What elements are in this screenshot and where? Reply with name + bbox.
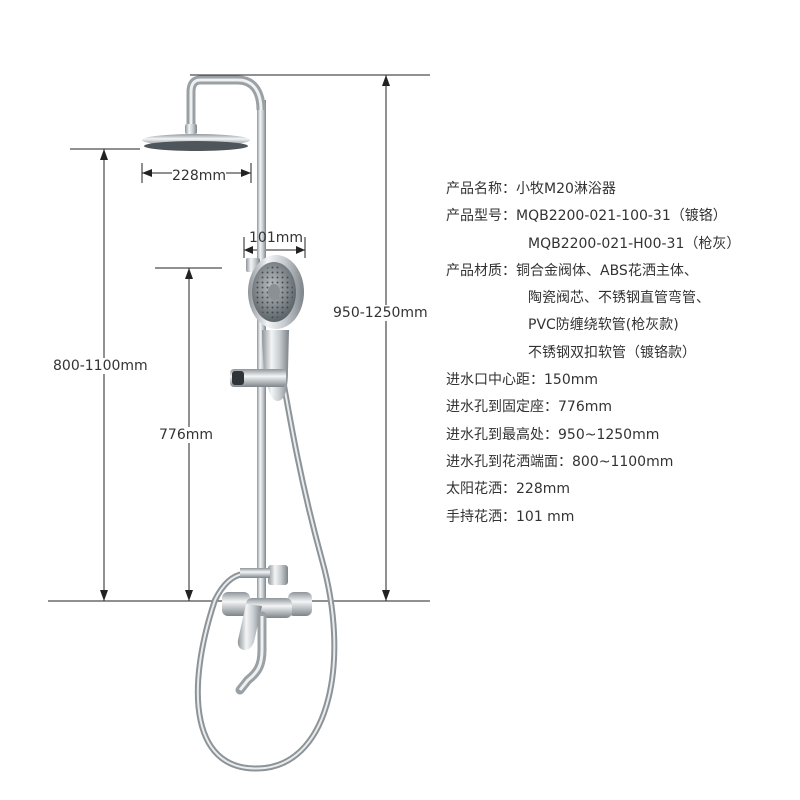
arm-connector xyxy=(185,124,197,134)
left-inlet xyxy=(222,592,250,616)
shower-arm-highlight xyxy=(189,78,263,128)
bath-spout-highlight xyxy=(238,616,264,691)
spec-inlet-to-head: 进水孔到花洒端面：800~1100mm xyxy=(446,453,674,470)
spec-model-value-1: MQB2200-021-100-31（镀铬） xyxy=(516,208,727,225)
slider-bracket xyxy=(230,369,286,387)
right-inlet xyxy=(288,592,312,616)
spec-sun-head: 太阳花洒：228mm xyxy=(446,481,570,498)
slider-knob xyxy=(232,371,244,385)
lower-diverter xyxy=(268,565,288,585)
spec-material-row-3: PVC防缠绕软管(枪灰款) xyxy=(446,312,796,339)
hose-connector xyxy=(240,568,270,578)
spec-material-value-2: 陶瓷阀芯、不锈钢直管弯管、 xyxy=(528,290,710,307)
head-width-label: 228mm xyxy=(172,168,226,184)
seat-height-label: 776mm xyxy=(159,427,213,443)
spec-material-value-4: 不锈钢双扣软管（镀铬款） xyxy=(528,344,696,361)
spec-inlet-to-seat: 进水孔到固定座：776mm xyxy=(446,399,612,416)
product-specs: 产品名称： 小牧M20淋浴器 产品型号： MQB2200-021-100-31（… xyxy=(446,176,796,531)
spec-name-row: 产品名称： 小牧M20淋浴器 xyxy=(446,176,796,203)
mixer-handle xyxy=(237,604,262,651)
total-height-label: 950-1250mm xyxy=(333,305,428,321)
shower-arm xyxy=(186,75,266,128)
head-height-label: 800-1100mm xyxy=(53,358,148,374)
overhead-shower-face xyxy=(144,141,248,151)
spec-inlet-to-top: 进水孔到最高处：950~1250mm xyxy=(446,426,660,443)
spec-material-row-2: 陶瓷阀芯、不锈钢直管弯管、 xyxy=(446,285,796,312)
riser-pipe xyxy=(257,100,266,600)
spec-material-label: 产品材质： xyxy=(446,262,516,279)
spec-name-value: 小牧M20淋浴器 xyxy=(516,181,616,197)
dimension-arrows xyxy=(100,75,390,601)
hand-shower-handle xyxy=(262,330,289,401)
spec-model-label: 产品型号： xyxy=(446,208,516,225)
spec-model-row-2: MQB2200-021-H00-31（枪灰） xyxy=(446,231,796,258)
spec-inlet-center: 进水口中心距：150mm xyxy=(446,372,598,389)
spec-name-label: 产品名称： xyxy=(446,181,516,197)
spec-model-value-2: MQB2200-021-H00-31（枪灰） xyxy=(528,235,741,252)
hand-width-label: 101mm xyxy=(249,230,303,246)
spec-material-row: 产品材质： 铜合金阀体、ABS花洒主体、 xyxy=(446,258,796,285)
spec-material-value-3: PVC防缠绕软管(枪灰款) xyxy=(528,317,679,334)
spec-hand-head: 手持花洒：101 mm xyxy=(446,508,575,525)
hand-shower-center xyxy=(268,284,280,300)
shower-hose-highlight xyxy=(196,339,336,770)
spec-model-row: 产品型号： MQB2200-021-100-31（镀铬） xyxy=(446,203,796,230)
shower-hose xyxy=(194,339,338,772)
spec-material-value-1: 铜合金阀体、ABS花洒主体、 xyxy=(516,262,698,279)
spec-material-row-4: 不锈钢双扣软管（镀铬款） xyxy=(446,340,796,367)
